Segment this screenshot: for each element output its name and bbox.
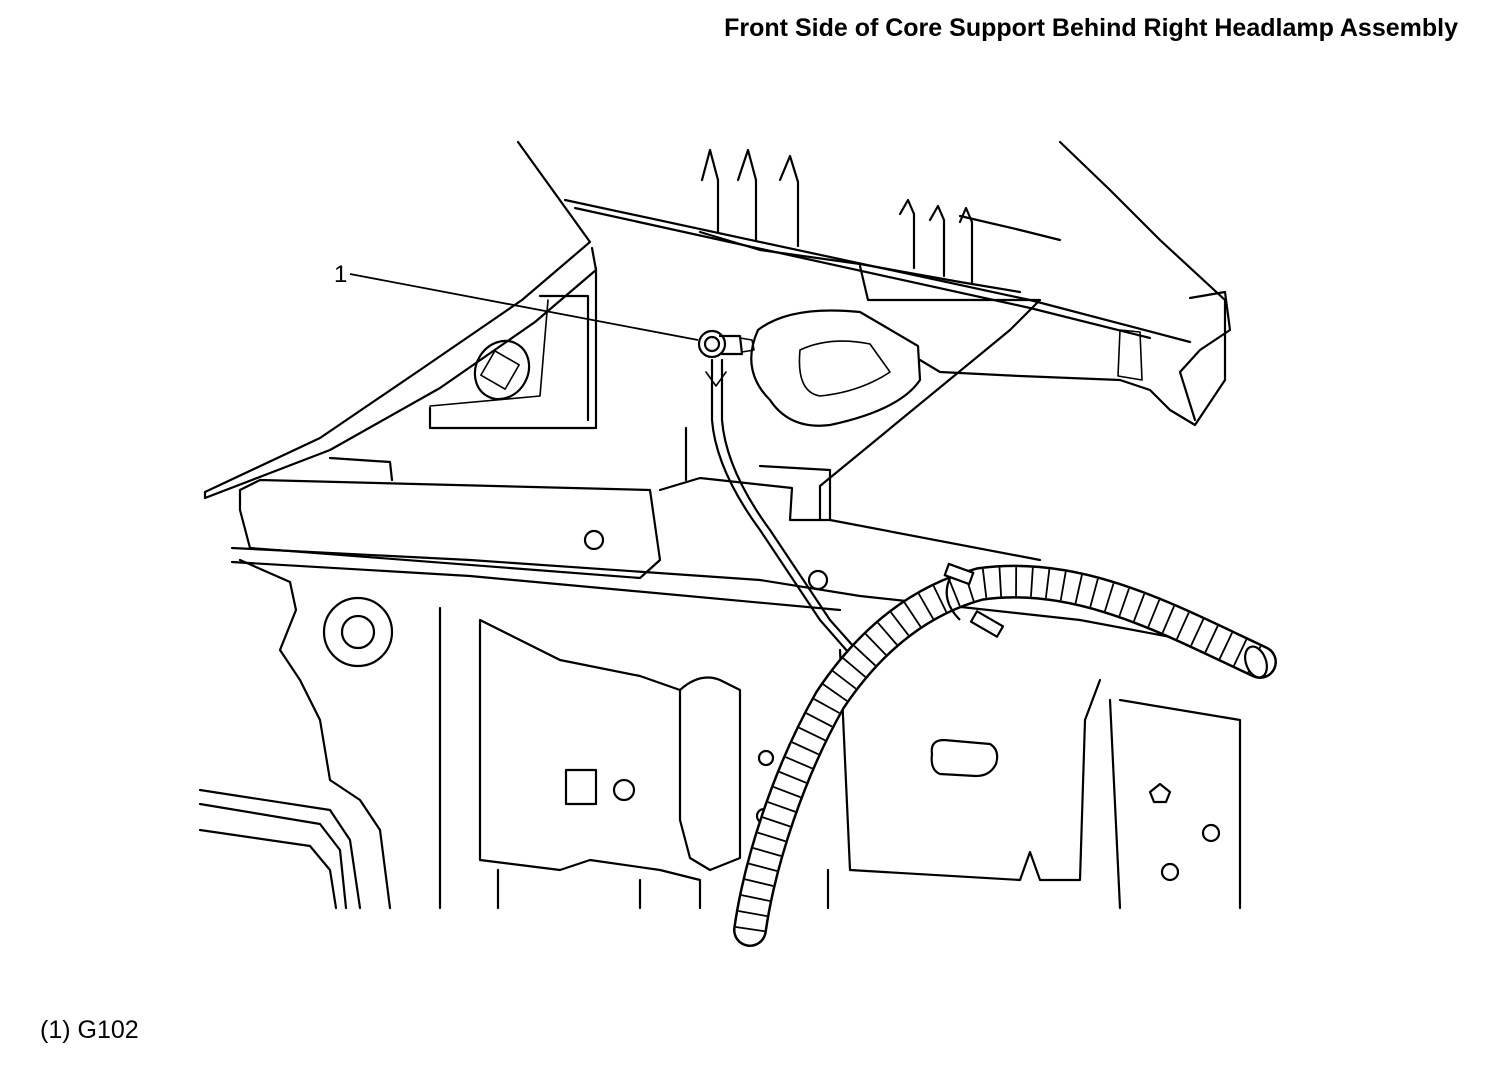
legend-label: G102 xyxy=(77,1016,139,1044)
upper-core-support xyxy=(203,140,1232,522)
wiring-harness xyxy=(733,562,1277,947)
diagram-title: Front Side of Core Support Behind Right … xyxy=(724,14,1458,42)
lower-core-support xyxy=(198,558,1242,910)
callout-number: 1 xyxy=(334,261,347,288)
ground-wire xyxy=(705,358,864,662)
callout-1: 1 xyxy=(334,261,699,341)
legend-item-1: (1) G102 xyxy=(40,1016,139,1045)
ground-stud-g102 xyxy=(697,329,755,359)
mid-cross-member xyxy=(230,426,1242,652)
legend-number: (1) xyxy=(40,1016,71,1044)
headlamp-mount-bracket xyxy=(750,309,922,427)
